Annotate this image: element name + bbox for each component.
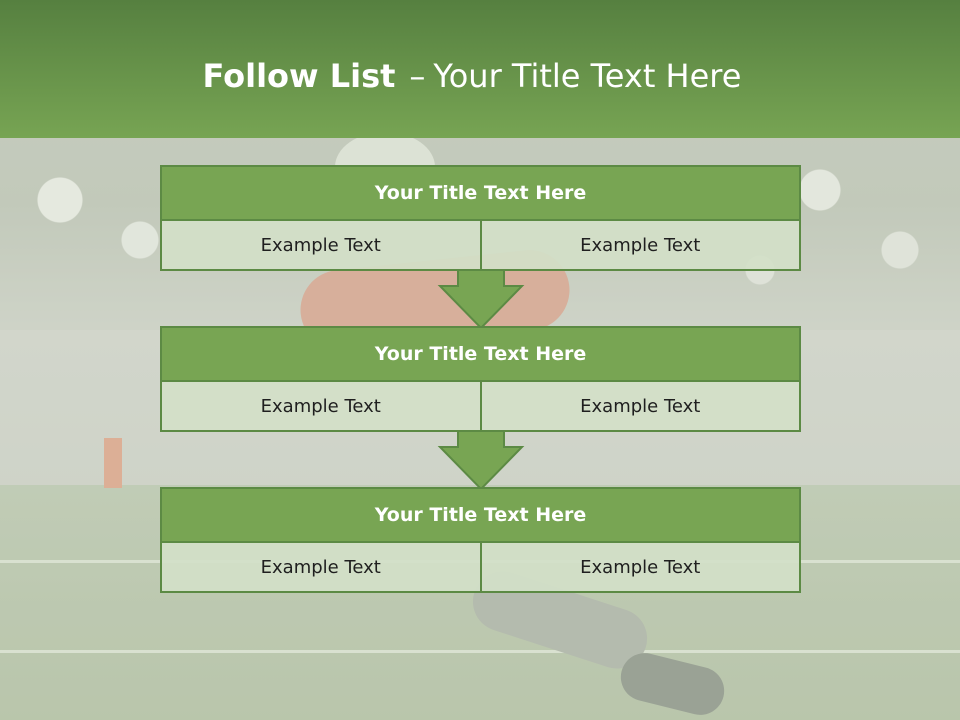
block-row: Example Text Example Text [160,543,801,593]
block-cell-left[interactable]: Example Text [160,382,482,432]
block-cell-left[interactable]: Example Text [160,221,482,271]
block-row: Example Text Example Text [160,382,801,432]
slide-title-rest: Your Title Text Here [433,57,742,95]
list-block-2[interactable]: Your Title Text Here Example Text Exampl… [160,326,801,432]
block-cell-right[interactable]: Example Text [481,382,801,432]
slide-title[interactable]: Follow List–Your Title Text Here [0,52,944,100]
block-cell-right[interactable]: Example Text [481,543,801,593]
block-title[interactable]: Your Title Text Here [160,487,801,543]
down-arrow-icon [437,431,525,491]
block-row: Example Text Example Text [160,221,801,271]
block-title[interactable]: Your Title Text Here [160,165,801,221]
list-block-3[interactable]: Your Title Text Here Example Text Exampl… [160,487,801,593]
block-cell-left[interactable]: Example Text [160,543,482,593]
slide-title-separator: – [409,57,426,95]
pylon [104,438,122,488]
slide-title-bold: Follow List [202,57,396,95]
yard-line [0,650,960,653]
block-cell-right[interactable]: Example Text [481,221,801,271]
down-arrow-icon [437,270,525,330]
block-title[interactable]: Your Title Text Here [160,326,801,382]
header-band: Follow List–Your Title Text Here [0,0,960,138]
list-block-1[interactable]: Your Title Text Here Example Text Exampl… [160,165,801,271]
